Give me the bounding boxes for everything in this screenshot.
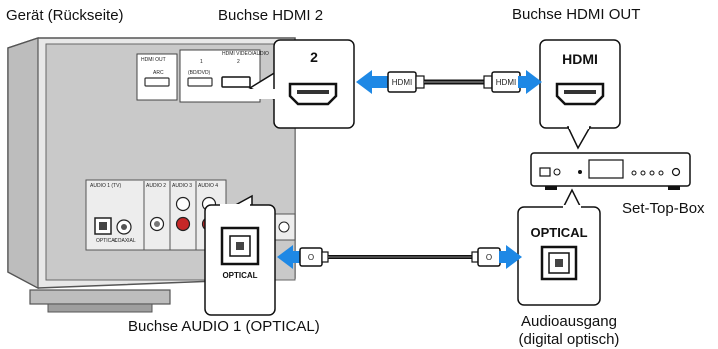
panel-hdmi-group-label: HDMI VIDEO/AUDIO [222,51,269,57]
hdmi-out-title: HDMI [562,51,598,67]
panel-coaxial-label: COAXIAL [114,238,136,244]
panel-bd-dvd-label: (BD/DVD) [188,70,211,76]
optical-cable: O O [277,245,522,269]
hdmi2-callout: 2 [248,39,355,129]
svg-text:O: O [486,253,492,262]
optical-receiver-callout: OPTICAL [204,194,276,316]
panel-optical-label: OPTICAL [96,238,118,244]
hdmi-out-jack-label: Buchse HDMI OUT [512,6,640,23]
hdmi2-jack-label: Buchse HDMI 2 [218,7,323,24]
hdmi-arrow-left [356,70,372,94]
optical-receiver-label: OPTICAL [222,271,257,280]
hdmi-cable: HDMI HDMI [356,70,542,94]
audio1-jack-label: Buchse AUDIO 1 (OPTICAL) [128,318,320,335]
panel-port2-label: 2 [237,59,240,65]
set-top-box [530,152,691,190]
panel-port1-label: 1 [200,59,203,65]
svg-text:O: O [308,253,314,262]
optical-stb-title: OPTICAL [530,225,587,240]
audio-out-label-line1: Audioausgang [521,313,617,330]
panel-audio1-label: AUDIO 1 (TV) [90,183,121,189]
svg-text:HDMI: HDMI [496,78,516,87]
device-rear-label: Gerät (Rückseite) [6,7,124,24]
panel-arc-label: ARC [153,70,164,76]
panel-audio3-label: AUDIO 3 [172,183,192,189]
set-top-box-label: Set-Top-Box [622,200,705,217]
svg-text:HDMI: HDMI [392,78,412,87]
panel-audio4-label: AUDIO 4 [198,183,218,189]
hdmi2-number: 2 [310,49,318,65]
hdmi-arrow-right [526,70,542,94]
audio-out-label-line2: (digital optisch) [519,331,620,348]
optical-stb-callout: OPTICAL [517,188,601,306]
panel-audio2-label: AUDIO 2 [146,183,166,189]
optical-arrow-right [506,245,522,269]
panel-hdmi-out-label: HDMI OUT [141,57,166,63]
hdmi-out-callout: HDMI [539,39,621,150]
optical-arrow-left [277,245,293,269]
hdmi2-port-highlight [221,76,251,88]
